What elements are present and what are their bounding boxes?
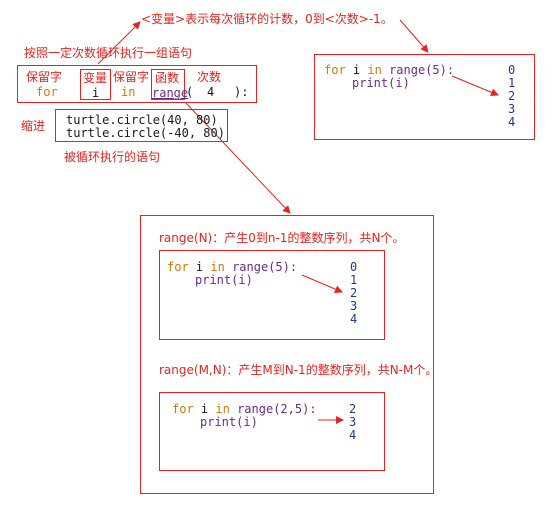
output-3: 3 <box>508 102 516 116</box>
body-label: 被循环执行的语句 <box>64 150 161 164</box>
body-code-box: turtle.circle(40, 80) turtle.circle(-40,… <box>55 109 228 142</box>
label-variable: 变量 <box>83 71 108 85</box>
example-code-line-1: for i in range(5): <box>324 64 454 77</box>
output-0: 0 <box>508 63 516 77</box>
cell-count: 次数 4 <box>194 68 234 100</box>
output-4: 4 <box>508 115 516 129</box>
label-reserved-word-2: 保留字 <box>113 70 150 84</box>
range-n-output-4: 4 <box>350 312 358 326</box>
range-n-title: range(N)：产生0到n-1的整数序列，共N个。 <box>159 231 405 245</box>
arrow-variable-note <box>97 21 141 65</box>
output-1: 1 <box>508 76 516 90</box>
output-2: 2 <box>508 89 516 103</box>
label-reserved-word: 保留字 <box>26 70 63 84</box>
code-in: in <box>121 85 136 99</box>
body-code-line-1: turtle.circle(40, 80) <box>66 113 218 127</box>
loop-var: i <box>195 260 204 274</box>
cell-reserved-in: 保留字 in <box>111 68 151 100</box>
syntax-box <box>17 65 257 103</box>
loop-var: i <box>200 402 209 416</box>
example-code-line-2: print(i) <box>352 76 410 90</box>
range-mn-title: range(M,N)：产生M到N-1的整数序列，共N-M个。 <box>159 363 438 377</box>
example-box: for i in range(5): print(i) 0 1 2 3 4 <box>314 54 535 140</box>
code-paren-close: ): <box>234 85 249 99</box>
range-n-code-line-2: print(i) <box>195 273 253 287</box>
body-code-line-2: turtle.circle(-40, 80) <box>66 126 225 140</box>
cell-reserved-for: 保留字 for <box>24 68 70 100</box>
code-count: 4 <box>207 85 215 99</box>
code-range: range <box>152 86 189 100</box>
arrow-range-detail <box>184 101 291 214</box>
kw-in: in <box>367 63 382 77</box>
range-n-output-0: 0 <box>350 260 358 274</box>
arrow-range-n-output <box>301 274 343 293</box>
range-mn-code-line-2: print(i) <box>200 415 258 429</box>
indent-label: 缩进 <box>21 119 46 133</box>
range-n-output-3: 3 <box>350 299 358 313</box>
kw-for: for <box>324 63 346 77</box>
kw-in: in <box>215 402 230 416</box>
range-n-code-line-1: for i in range(5): <box>167 261 297 274</box>
range-mn-output-2: 4 <box>349 428 357 442</box>
code-for: for <box>36 85 58 99</box>
range-call: range(2,5): <box>237 402 317 416</box>
code-var: i <box>92 86 100 100</box>
label-count: 次数 <box>197 70 222 84</box>
range-mn-output-0: 2 <box>349 402 357 416</box>
range-n-output-1: 1 <box>350 273 358 287</box>
cell-function: 函数 range <box>151 69 189 100</box>
range-n-output-2: 2 <box>350 286 358 300</box>
loop-var: i <box>352 63 361 77</box>
range-call: range(5): <box>389 63 455 77</box>
range-call: range(5): <box>232 260 298 274</box>
variable-note: <变量>表示每次循环的计数，0到<次数>-1。 <box>141 12 393 26</box>
loop-note: 按照一定次数循环执行一组语句 <box>24 46 193 60</box>
range-explanation-box <box>140 215 434 494</box>
range-n-example-box: for i in range(5): print(i) 0 1 2 3 4 <box>159 250 385 340</box>
label-function: 函数 <box>155 71 180 85</box>
code-paren-open: ( <box>186 85 194 99</box>
range-mn-code-line-1: for i in range(2,5): <box>172 403 317 416</box>
arrow-to-example <box>399 19 429 53</box>
arrow-example-output <box>451 75 499 97</box>
kw-for: for <box>167 260 189 274</box>
cell-variable: 变量 i <box>80 69 111 100</box>
range-mn-example-box: for i in range(2,5): print(i) 2 3 4 <box>159 392 385 471</box>
kw-for: for <box>172 402 194 416</box>
range-mn-output-1: 3 <box>349 415 357 429</box>
kw-in: in <box>210 260 225 274</box>
